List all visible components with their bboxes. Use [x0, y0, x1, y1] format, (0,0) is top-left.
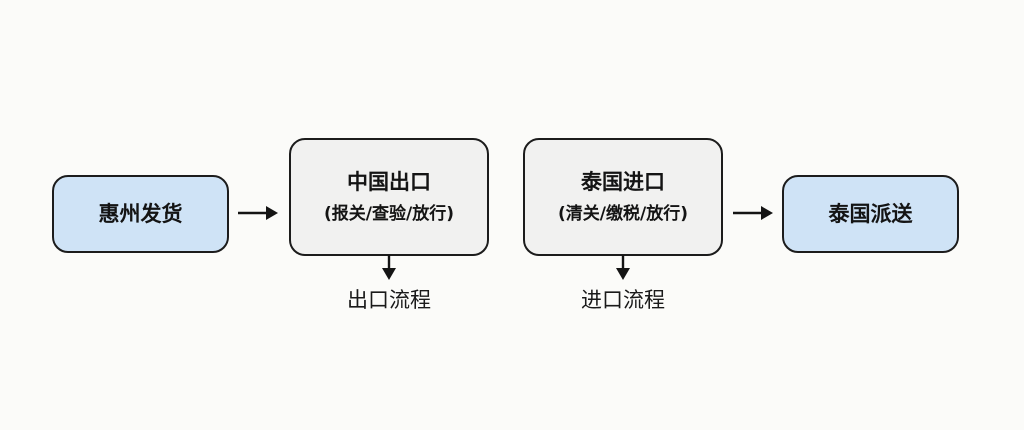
node-huizhou-shipping: 惠州发货	[52, 175, 229, 253]
node-thailand-delivery: 泰国派送	[782, 175, 959, 253]
node-china-export: 中国出口 (报关/查验/放行)	[289, 138, 489, 256]
node-title: 惠州发货	[98, 202, 183, 226]
node-title: 泰国派送	[828, 202, 913, 226]
import-process-label: 进口流程	[581, 288, 665, 312]
node-thailand-import: 泰国进口 (清关/缴税/放行)	[523, 138, 723, 256]
export-process-label: 出口流程	[347, 288, 431, 312]
right-arrow-icon	[733, 206, 773, 220]
node-subtitle: (报关/查验/放行)	[324, 204, 454, 224]
node-subtitle: (清关/缴税/放行)	[558, 204, 688, 224]
node-title: 中国出口	[347, 170, 431, 194]
node-title: 泰国进口	[581, 170, 665, 194]
down-arrow-icon	[616, 255, 630, 280]
right-arrow-icon	[238, 206, 278, 220]
down-arrow-icon	[382, 255, 396, 280]
